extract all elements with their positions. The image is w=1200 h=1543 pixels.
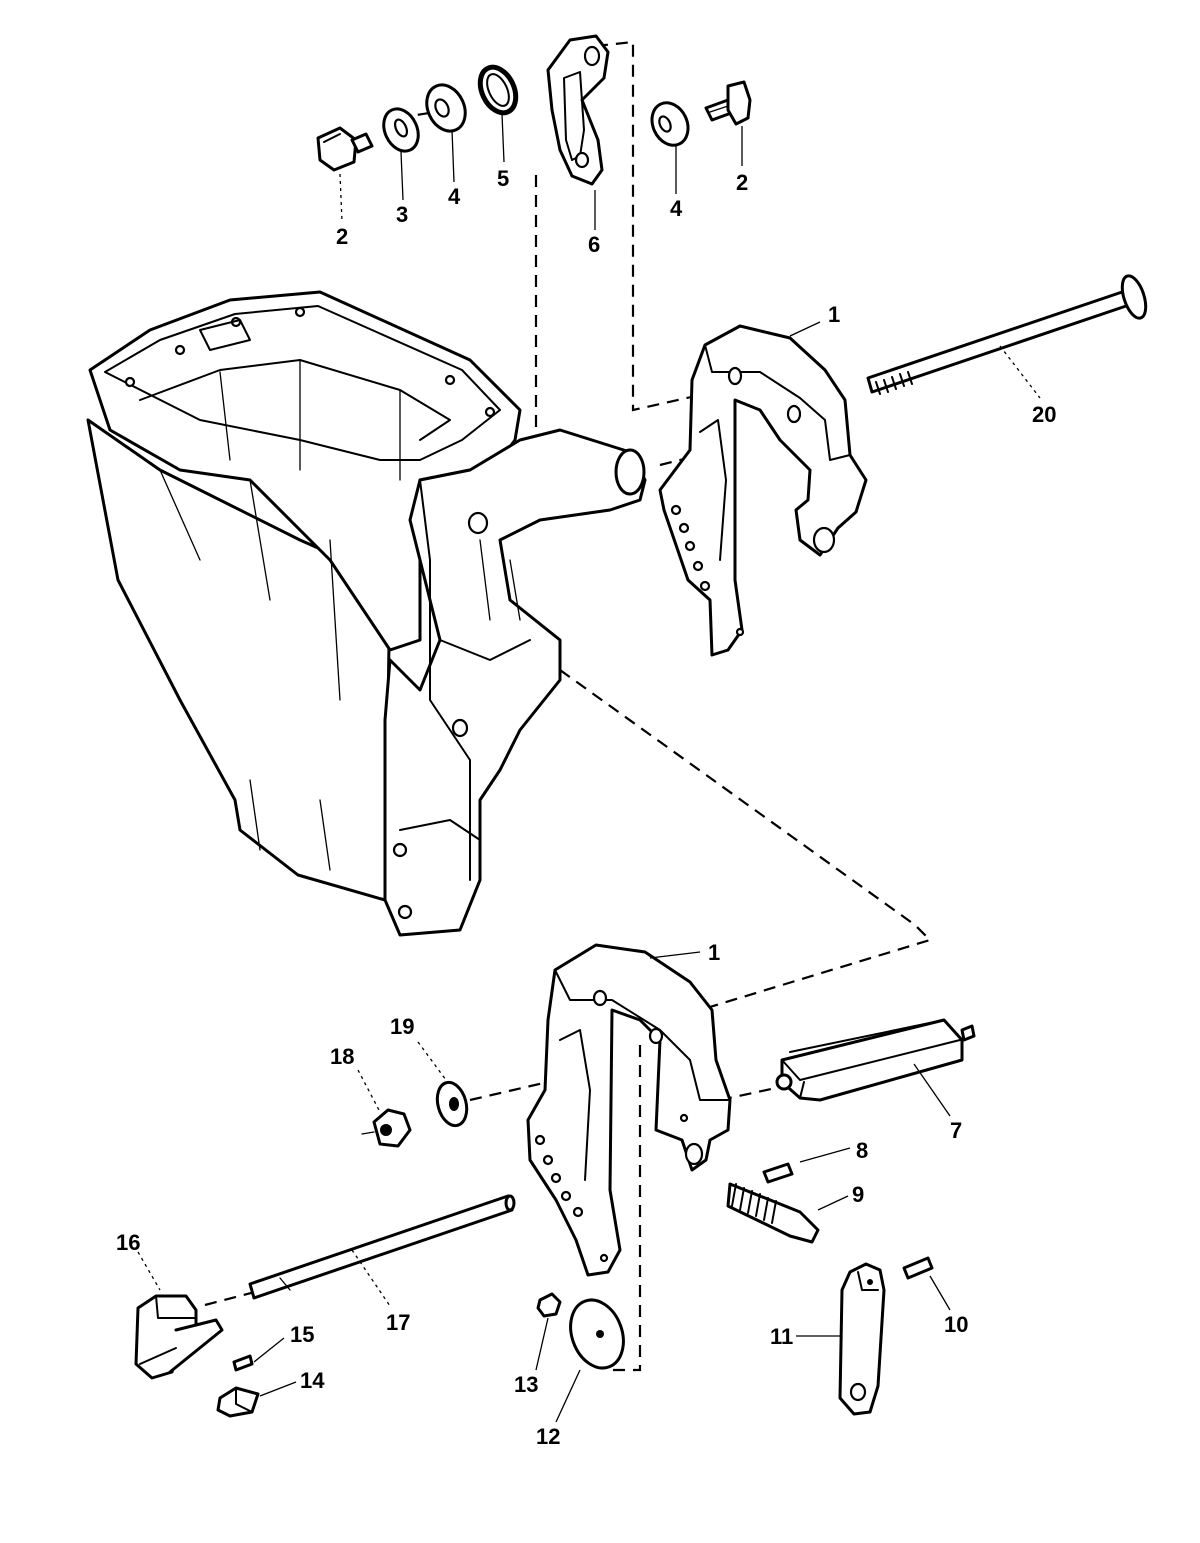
callout-13: 13 [514,1372,538,1397]
callout-2-left: 2 [336,224,348,249]
callout-4-left: 4 [448,184,461,209]
clamp-bracket-lower [526,943,732,1277]
clamp-bracket-upper [658,324,868,657]
pin-8 [762,1162,794,1184]
tilt-cylinder-7 [775,1018,976,1102]
clip-14 [216,1386,260,1418]
callout-1-lower: 1 [708,940,720,965]
callout-14: 14 [300,1368,325,1393]
washer-19 [435,1080,469,1128]
disc-12 [569,1298,625,1370]
pin-10 [902,1256,934,1280]
callout-11: 11 [770,1324,793,1349]
washer-4-left [425,83,467,133]
callout-3: 3 [396,202,408,227]
spring-clip-5 [477,64,519,116]
swivel-bracket [383,428,647,937]
callout-8: 8 [856,1138,868,1163]
link-bracket-6 [546,34,610,186]
callout-15: 15 [290,1322,314,1347]
assembly-guide-lines [204,40,933,1372]
callout-12: 12 [536,1424,560,1449]
callout-4-right: 4 [670,196,683,221]
callout-2-right: 2 [736,170,748,195]
driveshaft-housing [86,290,522,902]
lever-11 [838,1262,886,1416]
callout-6: 6 [588,232,600,257]
callout-7: 7 [950,1118,962,1143]
pin-15 [232,1354,254,1372]
nut-18 [361,1108,412,1148]
callout-labels: 2 3 4 5 6 4 2 1 20 1 19 18 7 8 9 16 17 1… [116,166,1056,1449]
rod-17 [248,1194,516,1300]
washer-3 [382,107,420,153]
callout-20: 20 [1032,402,1056,427]
callout-10: 10 [944,1312,968,1337]
bracket-16 [134,1294,224,1380]
callout-1-upper: 1 [828,302,840,327]
callout-5: 5 [497,166,509,191]
callout-19: 19 [390,1014,414,1039]
washer-4-right [650,101,690,147]
bolt-left [316,126,374,172]
callout-16: 16 [116,1230,140,1255]
nut-13 [536,1292,562,1318]
spring-9 [726,1182,820,1244]
callout-17: 17 [386,1310,410,1335]
callout-9: 9 [852,1182,864,1207]
through-shaft-20 [866,274,1148,395]
bolt-right [704,80,752,126]
callout-18: 18 [330,1044,354,1069]
leader-lines [137,113,1041,1423]
